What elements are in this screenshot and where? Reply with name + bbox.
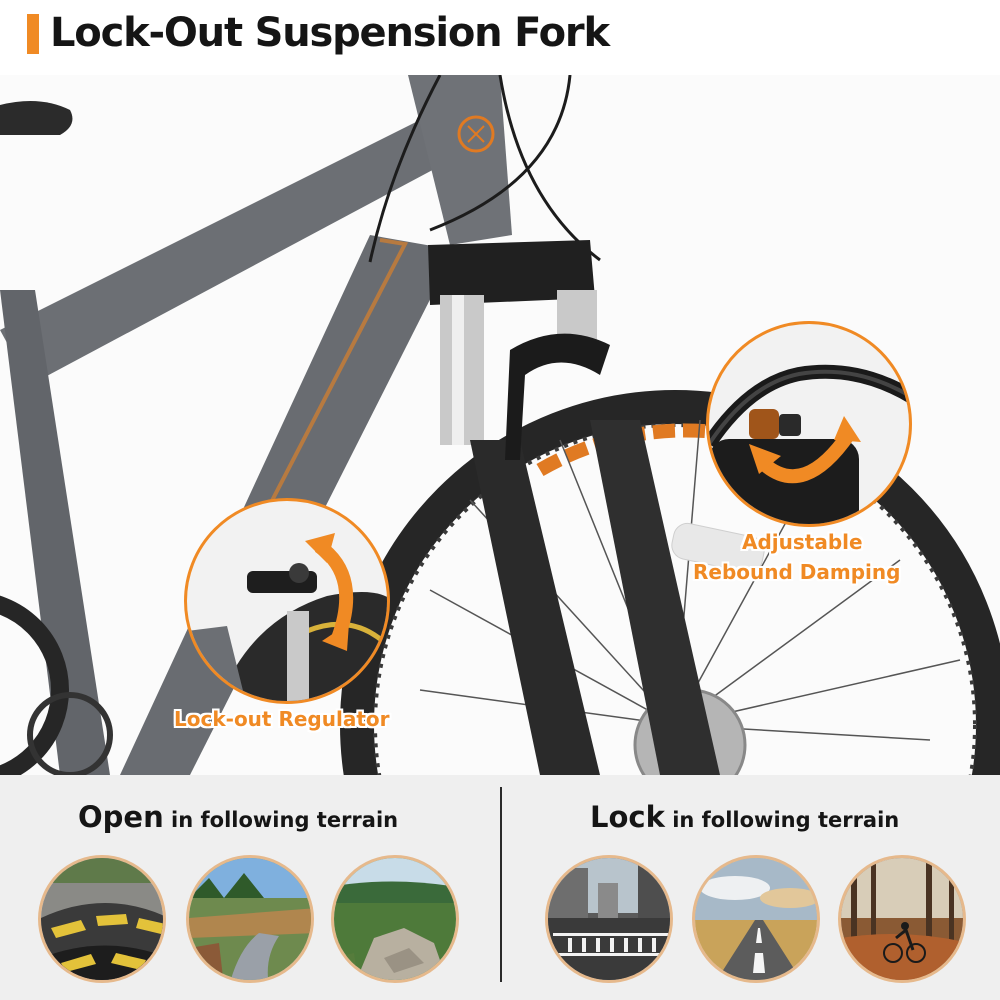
lock-heading: Lock in following terrain [590, 800, 899, 834]
lockout-callout [184, 498, 390, 704]
title-accent-bar [27, 14, 39, 54]
forest-path-icon [838, 855, 966, 983]
header: Lock-Out Suspension Fork [0, 0, 1000, 75]
rocky-hillside-icon [331, 855, 459, 983]
damping-label-line1: Adjustable [742, 530, 863, 554]
rocky-creek-trail-icon [186, 855, 314, 983]
bike-photo: Adjustable Rebound Damping Lock-out Regu… [0, 75, 1000, 775]
section-divider [500, 787, 502, 982]
damping-label-line2: Rebound Damping [693, 560, 901, 584]
open-road-icon [692, 855, 820, 983]
page-title: Lock-Out Suspension Fork [50, 10, 610, 56]
city-street-icon [545, 855, 673, 983]
lockout-label: Lock-out Regulator [174, 707, 390, 731]
lock-heading-rest: in following terrain [664, 808, 900, 832]
open-heading-strong: Open [78, 800, 164, 834]
lock-heading-strong: Lock [590, 800, 665, 834]
speed-bump-icon [38, 855, 166, 983]
terrain-panel: Open in following terrain Lock in follow… [0, 775, 1000, 1000]
open-heading: Open in following terrain [78, 800, 398, 834]
open-heading-rest: in following terrain [163, 808, 399, 832]
bicycle-front-fork-icon [0, 75, 1000, 775]
damping-callout [706, 321, 912, 527]
